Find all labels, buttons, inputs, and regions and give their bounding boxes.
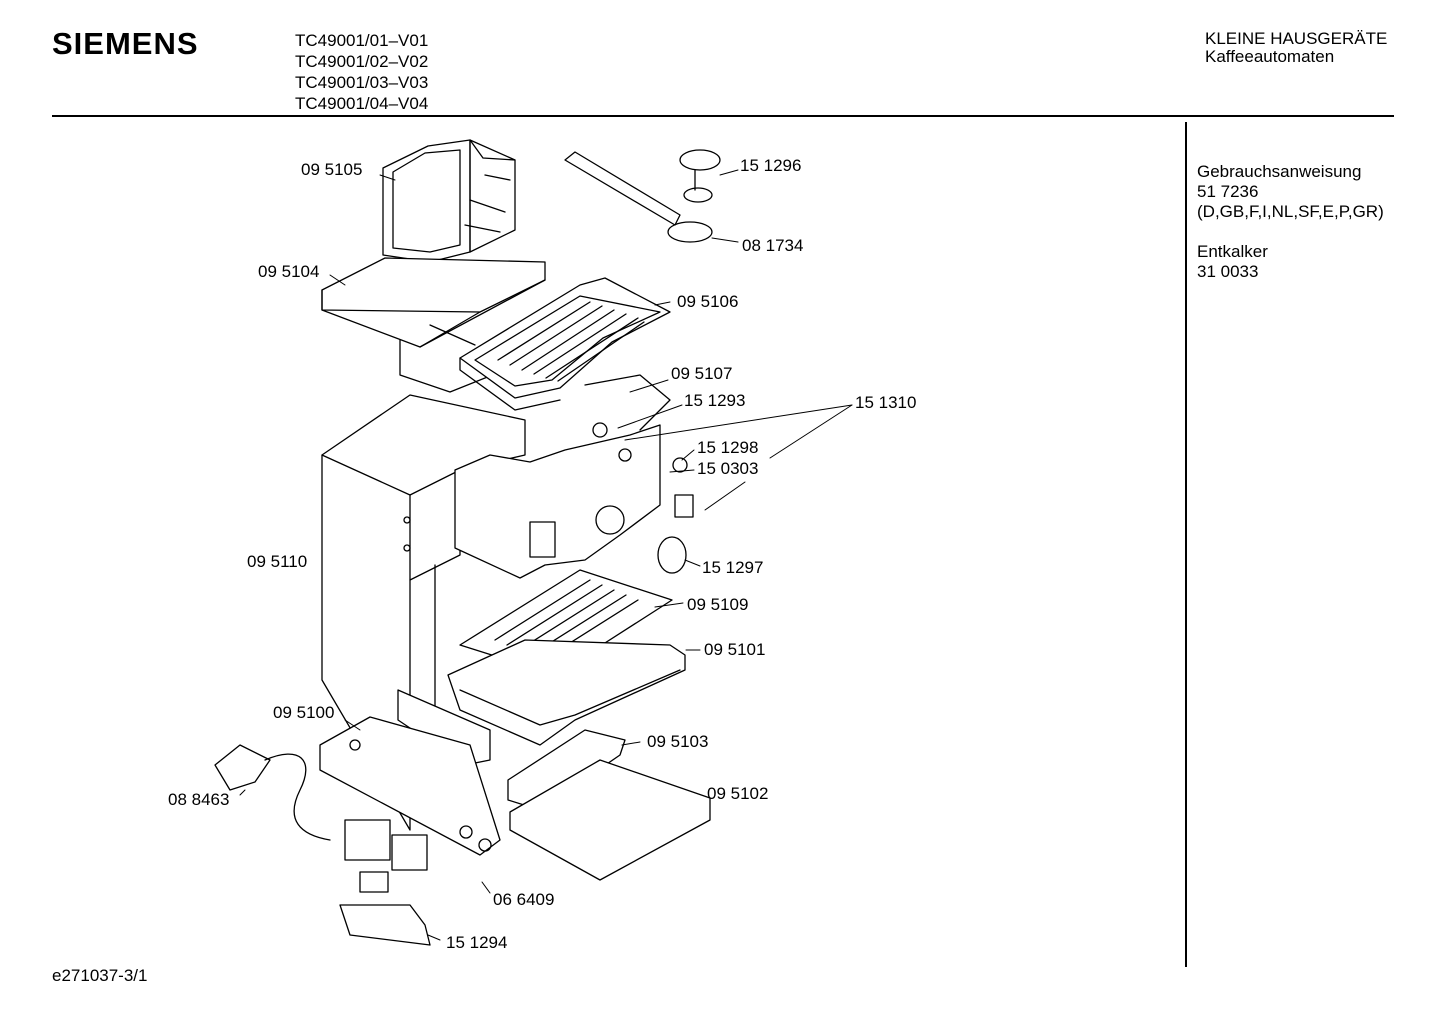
brand-logo: SIEMENS [52,26,199,61]
category-subtitle: Kaffeeautomaten [1205,47,1335,66]
part-label-095109: 09 5109 [687,595,749,614]
part-label-095105: 09 5105 [301,160,363,179]
part-label-095102: 09 5102 [707,784,769,803]
category-title: KLEINE HAUSGERÄTE [1205,29,1388,48]
manual-label: Gebrauchsanweisung [1197,162,1362,181]
reservoir-drawing [507,729,711,881]
part-label-095101: 09 5101 [704,640,766,659]
model-item: TC49001/02–V02 [295,52,429,71]
part-label-088463: 08 8463 [168,790,230,809]
part-label-095110: 09 5110 [247,552,308,571]
model-item: TC49001/01–V01 [295,31,429,50]
part-label-066409: 06 6409 [493,890,555,909]
manual-number: 51 7236 [1197,182,1259,201]
scoop-drawing [564,149,721,243]
part-label-095100: 09 5100 [273,703,335,722]
upper-grid-drawing [459,277,671,411]
descaler-info: Entkalker 31 0033 [1197,242,1268,282]
model-item: TC49001/03–V03 [295,73,429,92]
part-label-095104: 09 5104 [258,262,320,281]
electronics-drawing [339,819,431,946]
part-label-081734: 08 1734 [742,236,804,255]
model-item: TC49001/04–V04 [295,94,429,113]
part-label-095107: 09 5107 [671,364,733,383]
manual-languages: (D,GB,F,I,NL,SF,E,P,GR) [1197,202,1384,221]
power-cord-drawing [214,744,331,841]
drip-tray-drawing [447,639,686,746]
part-label-150303: 15 0303 [697,459,759,478]
part-label-151297: 15 1297 [702,558,764,577]
part-label-151310: 15 1310 [855,393,917,412]
header-divider [52,115,1394,117]
lid-plate-drawing [321,257,546,393]
manual-info: Gebrauchsanweisung 51 7236 (D,GB,F,I,NL,… [1197,162,1384,222]
part-label-151298: 15 1298 [697,438,759,457]
part-label-095106: 09 5106 [677,292,739,311]
model-list: TC49001/01–V01 TC49001/02–V02 TC49001/03… [295,30,428,114]
switch-parts-drawing [592,422,694,574]
descaler-number: 31 0033 [1197,262,1259,281]
part-label-151294: 15 1294 [446,933,508,952]
part-label-095103: 09 5103 [647,732,709,751]
base-frame-drawing [319,689,501,856]
sidebar-divider [1185,122,1187,967]
part-label-151296: 15 1296 [740,156,802,175]
descaler-label: Entkalker [1197,242,1268,261]
leader-lines [239,169,853,941]
part-label-151293: 15 1293 [684,391,746,410]
category-block: KLEINE HAUSGERÄTE Kaffeeautomaten [1205,30,1387,66]
water-tank-drawing [382,139,516,263]
front-panel-drawing [454,374,671,579]
document-id: e271037-3/1 [52,966,148,985]
